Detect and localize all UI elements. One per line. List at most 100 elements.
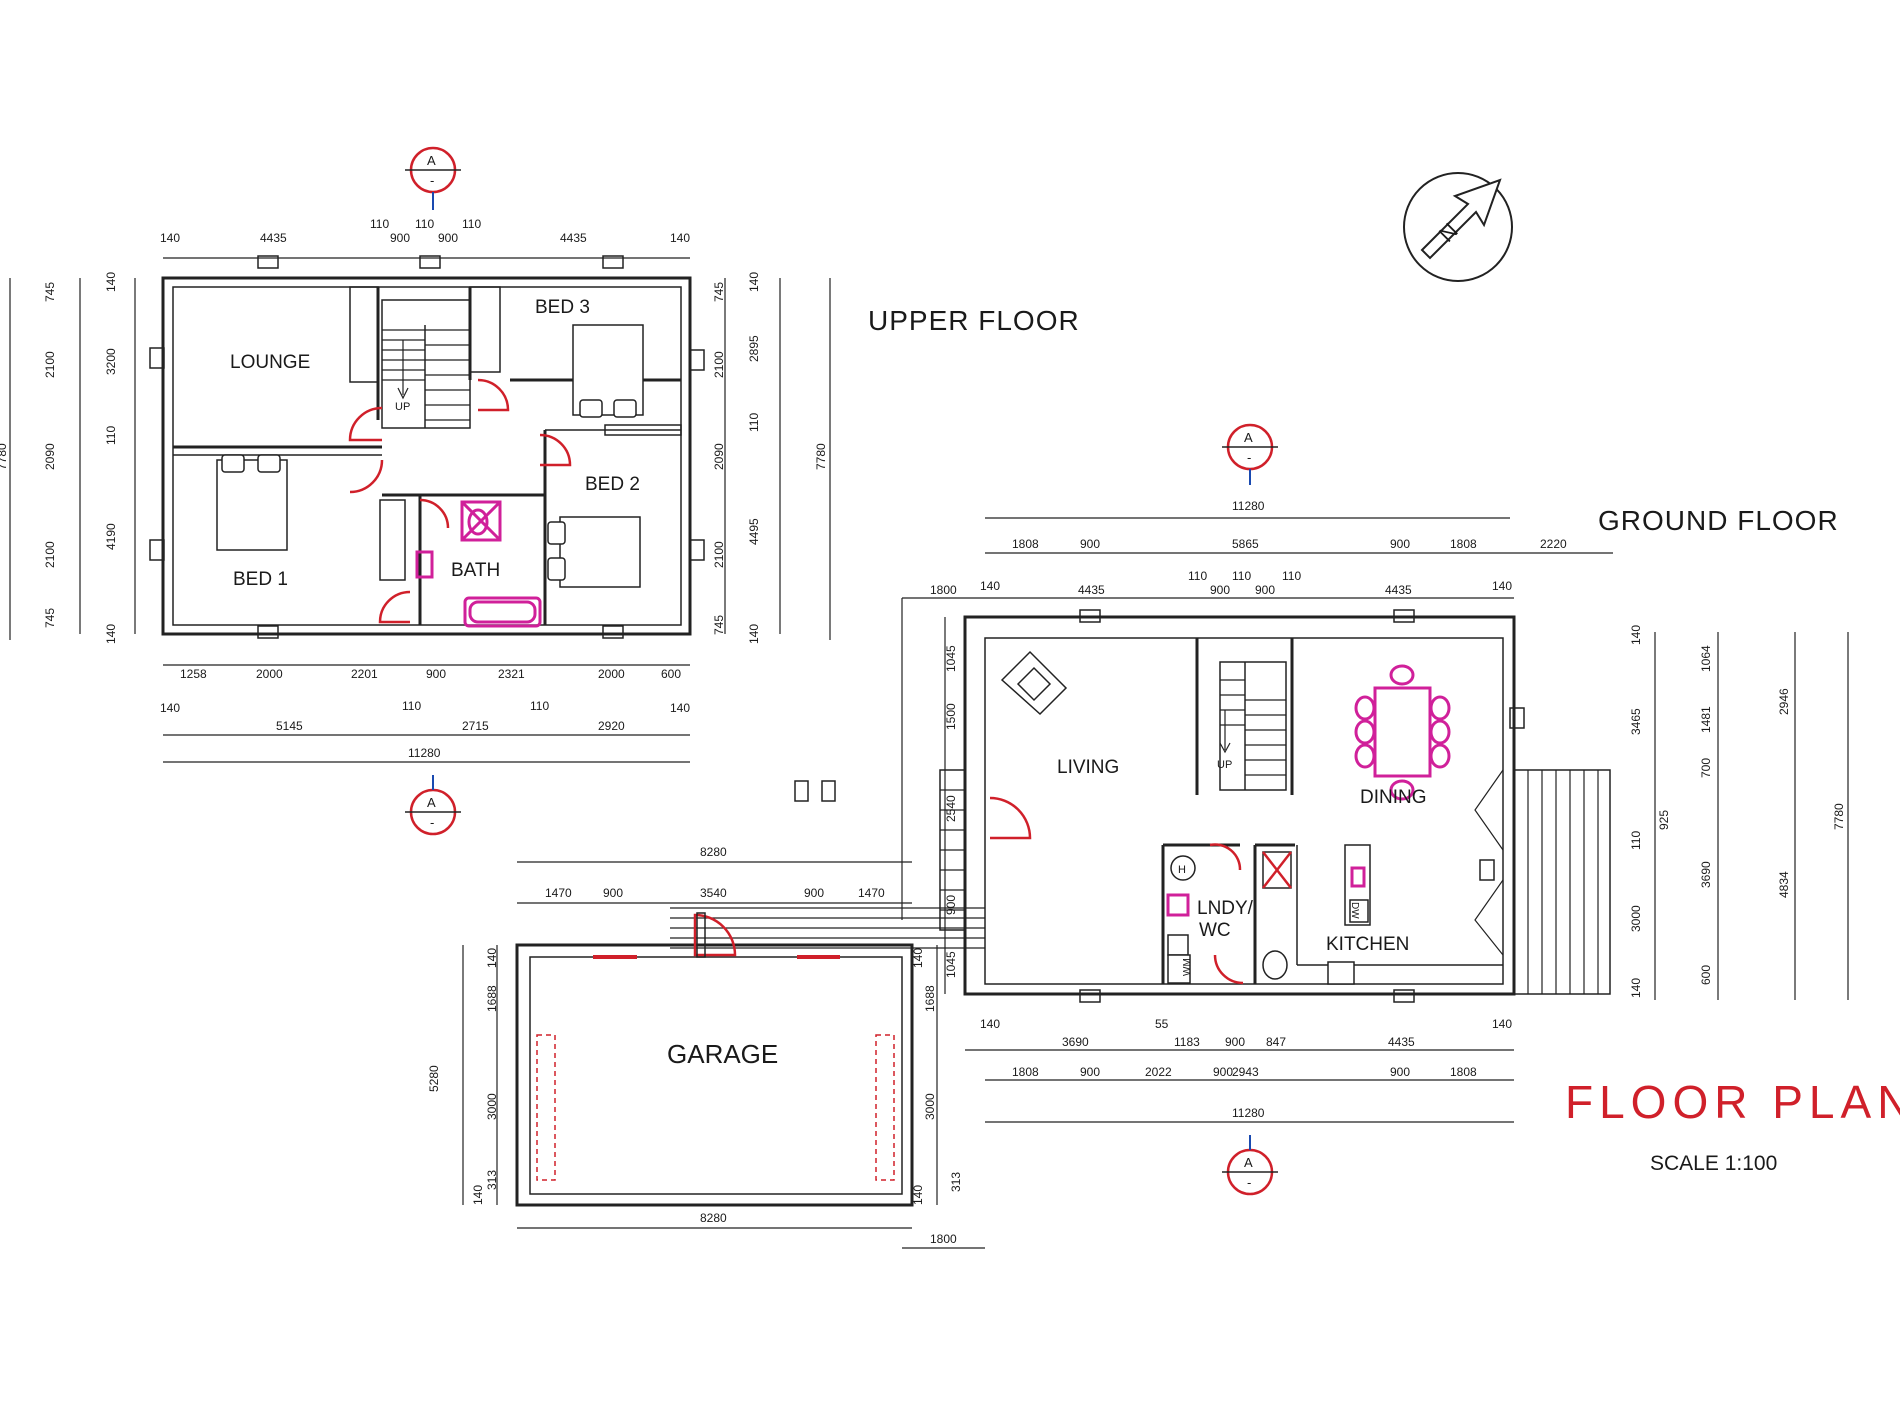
svg-text:110: 110 — [1629, 831, 1643, 850]
svg-text:-: - — [430, 815, 434, 830]
svg-text:-: - — [1247, 1175, 1251, 1190]
svg-text:900: 900 — [390, 231, 410, 245]
svg-text:900: 900 — [1225, 1035, 1245, 1049]
svg-text:110: 110 — [370, 217, 389, 231]
svg-text:4495: 4495 — [747, 518, 761, 545]
section-marker-upper-bottom: A - — [405, 775, 461, 836]
svg-text:1045: 1045 — [944, 645, 958, 672]
svg-text:2920: 2920 — [598, 719, 625, 733]
section-marker-ground-bottom: A - — [1222, 1135, 1278, 1196]
svg-text:3690: 3690 — [1699, 861, 1713, 888]
svg-text:2000: 2000 — [256, 667, 283, 681]
svg-text:140: 140 — [1492, 579, 1512, 593]
room-label-laundry: LNDY/ — [1197, 898, 1254, 919]
svg-text:3465: 3465 — [1629, 708, 1643, 735]
svg-text:140: 140 — [485, 948, 499, 968]
svg-text:3540: 3540 — [700, 886, 727, 900]
room-label-bed2: BED 2 — [585, 474, 640, 495]
ground-dimension-lines — [901, 517, 1849, 1123]
room-label-garage: GARAGE — [667, 1039, 778, 1069]
svg-text:140: 140 — [911, 1185, 925, 1205]
ground-floor-heading: GROUND FLOOR — [1598, 505, 1839, 536]
svg-text:110: 110 — [530, 699, 549, 713]
svg-text:5280: 5280 — [427, 1065, 441, 1092]
svg-text:2201: 2201 — [351, 667, 378, 681]
svg-text:7780: 7780 — [1832, 803, 1846, 830]
svg-text:900: 900 — [1210, 583, 1230, 597]
svg-text:745: 745 — [43, 608, 57, 628]
svg-text:313: 313 — [485, 1170, 499, 1190]
svg-text:1258: 1258 — [180, 667, 207, 681]
svg-text:1500: 1500 — [944, 703, 958, 730]
svg-text:110: 110 — [104, 426, 118, 445]
svg-text:4435: 4435 — [560, 231, 587, 245]
upper-floor-heading: UPPER FLOOR — [868, 305, 1080, 336]
svg-text:140: 140 — [670, 231, 690, 245]
svg-text:900: 900 — [1213, 1065, 1233, 1079]
svg-text:140: 140 — [104, 272, 118, 292]
svg-text:2100: 2100 — [712, 541, 726, 568]
svg-text:1808: 1808 — [1012, 1065, 1039, 1079]
svg-text:55: 55 — [1155, 1017, 1169, 1031]
svg-text:11280: 11280 — [1232, 499, 1265, 513]
upper-dimension-texts: 140 4435 110 110 900 900 110 4435 140 12… — [0, 217, 828, 760]
svg-text:3690: 3690 — [1062, 1035, 1089, 1049]
svg-text:4435: 4435 — [1388, 1035, 1415, 1049]
room-label-bath: BATH — [451, 560, 500, 581]
garage-dimension-texts: 8280 1470 900 3540 900 1470 5280 140 168… — [427, 845, 963, 1246]
svg-text:745: 745 — [43, 282, 57, 302]
svg-text:140: 140 — [980, 1017, 1000, 1031]
svg-text:7780: 7780 — [814, 443, 828, 470]
svg-text:A: A — [427, 153, 436, 168]
svg-text:1808: 1808 — [1450, 537, 1477, 551]
svg-text:2090: 2090 — [43, 443, 57, 470]
svg-text:110: 110 — [1232, 569, 1251, 583]
svg-text:5145: 5145 — [276, 719, 303, 733]
section-marker-upper-top: A - — [405, 146, 461, 210]
svg-text:900: 900 — [1390, 537, 1410, 551]
svg-text:1064: 1064 — [1699, 645, 1713, 672]
svg-text:900: 900 — [944, 895, 958, 915]
svg-text:1800: 1800 — [930, 583, 957, 597]
svg-text:140: 140 — [670, 701, 690, 715]
svg-text:745: 745 — [712, 282, 726, 302]
svg-text:110: 110 — [1188, 569, 1207, 583]
svg-text:1688: 1688 — [923, 985, 937, 1012]
svg-text:745: 745 — [712, 615, 726, 635]
svg-text:2943: 2943 — [1232, 1065, 1259, 1079]
svg-text:3000: 3000 — [923, 1093, 937, 1120]
svg-text:8280: 8280 — [700, 845, 727, 859]
svg-text:140: 140 — [104, 624, 118, 644]
svg-text:A: A — [1244, 1155, 1253, 1170]
svg-text:UP: UP — [395, 401, 410, 413]
svg-text:7780: 7780 — [0, 443, 9, 470]
north-arrow-icon: N — [1403, 172, 1513, 282]
svg-text:1800: 1800 — [930, 1232, 957, 1246]
svg-text:2022: 2022 — [1145, 1065, 1172, 1079]
svg-text:2100: 2100 — [43, 351, 57, 378]
ground-dimension-texts: 11280 1808 900 5865 900 1808 2220 1800 1… — [930, 499, 1846, 1120]
svg-text:UP: UP — [1217, 759, 1232, 771]
svg-text:600: 600 — [661, 667, 681, 681]
ground-floor-plan: UP H WM DW — [670, 609, 1611, 1003]
svg-text:2321: 2321 — [498, 667, 525, 681]
svg-text:4435: 4435 — [260, 231, 287, 245]
svg-text:140: 140 — [911, 948, 925, 968]
svg-text:140: 140 — [747, 272, 761, 292]
svg-text:925: 925 — [1657, 810, 1671, 830]
svg-text:900: 900 — [1080, 537, 1100, 551]
scale-label: SCALE 1:100 — [1650, 1152, 1777, 1175]
svg-text:140: 140 — [160, 231, 180, 245]
svg-text:8280: 8280 — [700, 1211, 727, 1225]
svg-text:110: 110 — [462, 217, 481, 231]
svg-text:DW: DW — [1349, 902, 1360, 919]
svg-text:1470: 1470 — [545, 886, 572, 900]
svg-text:110: 110 — [1282, 569, 1301, 583]
window-symbol — [821, 780, 836, 802]
svg-text:600: 600 — [1699, 965, 1713, 985]
svg-text:140: 140 — [747, 624, 761, 644]
svg-text:-: - — [1247, 450, 1251, 465]
upper-dimension-lines — [9, 257, 831, 763]
svg-text:A: A — [427, 795, 436, 810]
